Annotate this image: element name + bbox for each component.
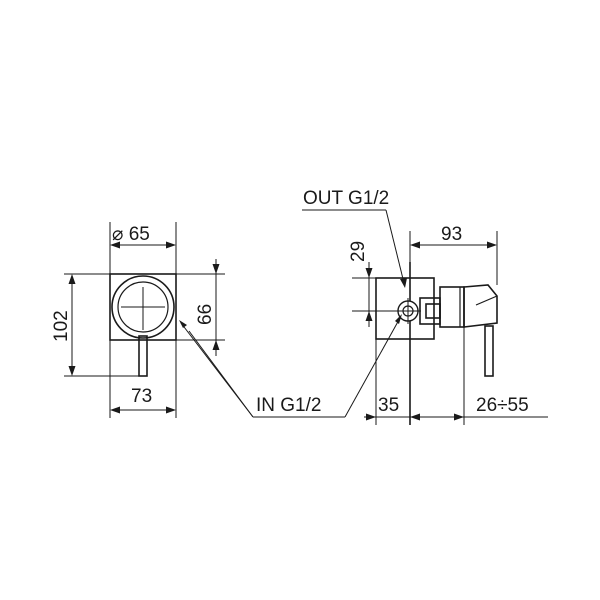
side-lever — [484, 325, 494, 377]
label-depth: 35 — [378, 395, 399, 416]
label-length: 93 — [441, 224, 462, 245]
leader-inlet-side — [344, 317, 401, 418]
label-outlet: OUT G1/2 — [303, 188, 389, 209]
label-inlet: IN G1/2 — [256, 395, 321, 416]
front-handle-inner-ring — [117, 281, 169, 333]
side-spindle — [419, 297, 441, 325]
leader-outlet — [385, 209, 405, 284]
front-lever — [138, 335, 148, 377]
label-top-offset: 29 — [348, 241, 369, 262]
label-range: 26÷55 — [476, 395, 529, 416]
front-handle-ring — [111, 275, 175, 339]
leader-inlet-2 — [188, 330, 254, 418]
side-view: 29 93 35 26÷55 OUT G1/2 — [302, 188, 548, 425]
side-valve-body — [375, 277, 435, 340]
label-height: 102 — [51, 310, 72, 342]
side-handle — [463, 284, 498, 328]
label-inner: 66 — [195, 304, 216, 325]
front-wall-plate — [109, 273, 177, 341]
label-width: 73 — [131, 386, 152, 407]
front-view: ⌀ 65 102 73 66 — [51, 222, 345, 418]
label-diameter: ⌀ 65 — [112, 224, 150, 245]
